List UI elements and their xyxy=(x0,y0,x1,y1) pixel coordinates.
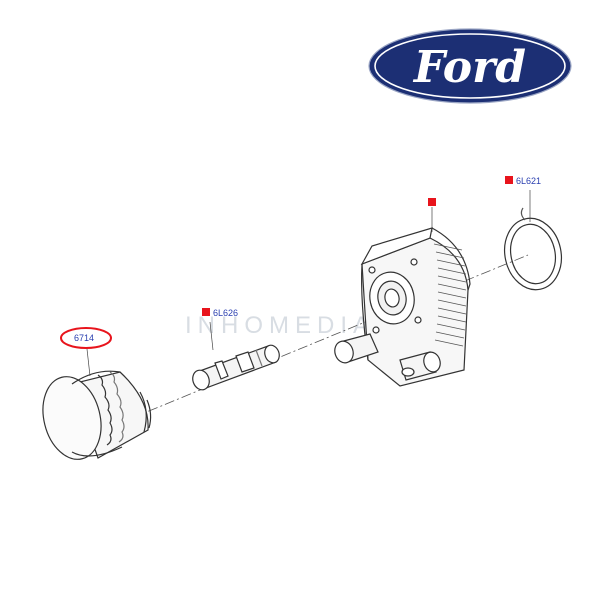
callout-label-connector: 6L626 xyxy=(213,308,238,318)
connector-part xyxy=(192,344,280,391)
gasket-part xyxy=(504,207,562,291)
oil-filter-part xyxy=(42,370,152,460)
highlight-ring xyxy=(60,327,112,349)
callout-label-gasket: 6L621 xyxy=(516,176,541,186)
logo-text: Ford xyxy=(412,42,526,93)
marker-oil-cooler xyxy=(428,198,436,206)
watermark: INHOMEDIA xyxy=(185,312,375,339)
ford-logo: Ford xyxy=(368,28,572,104)
marker-connector xyxy=(202,308,210,316)
center-axis-line xyxy=(114,254,529,426)
callout-label-oil-filter: 6714 xyxy=(74,333,94,343)
marker-gasket xyxy=(505,176,513,184)
oil-cooler-part xyxy=(334,227,471,387)
leader-lines xyxy=(86,190,531,377)
